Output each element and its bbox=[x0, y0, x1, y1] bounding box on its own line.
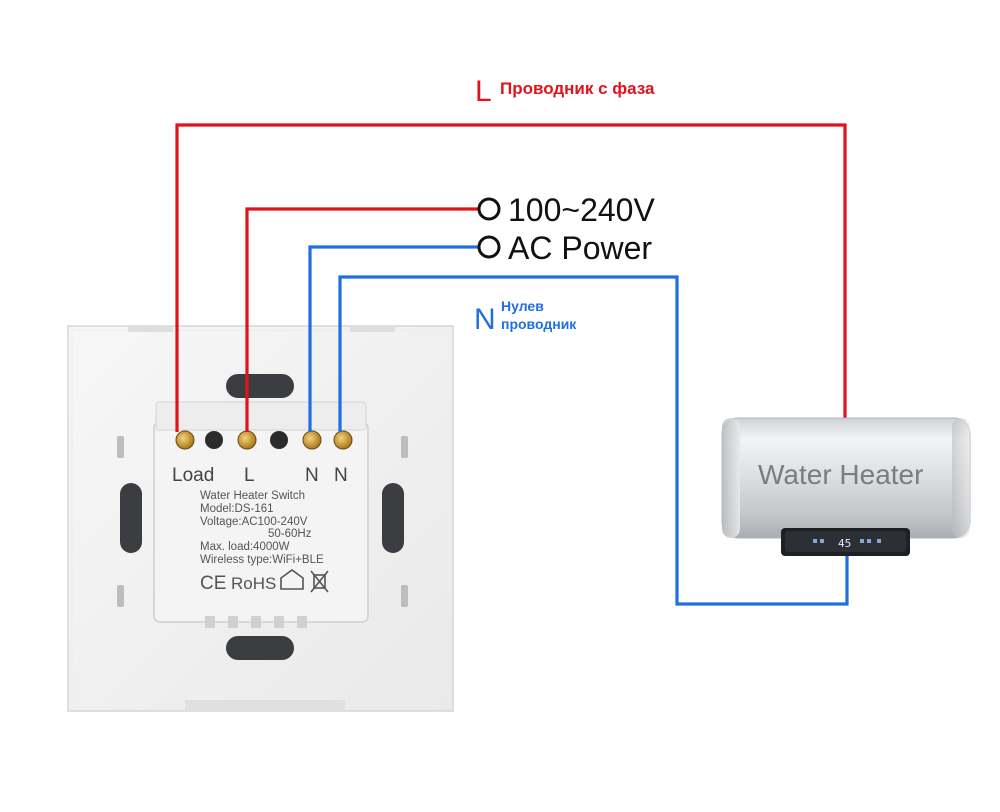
heater-display-value: 45 bbox=[838, 537, 851, 550]
neutral-text-line2: проводник bbox=[501, 316, 577, 332]
ce-mark: CE bbox=[200, 573, 226, 594]
wire-n-power bbox=[308, 245, 478, 432]
terminal-label-l: L bbox=[244, 465, 255, 486]
info-line: Water Heater Switch bbox=[200, 490, 305, 502]
info-line: Wireless type:WiFi+BLE bbox=[200, 554, 324, 566]
info-line: Max. load:4000W bbox=[200, 541, 290, 553]
neutral-text-line1: Нулев bbox=[501, 298, 544, 314]
terminal-l-screw bbox=[237, 430, 257, 450]
wall-plate bbox=[67, 325, 454, 712]
terminal-n-screw bbox=[302, 430, 322, 450]
info-line: Model:DS-161 bbox=[200, 503, 274, 515]
wire-n-heater bbox=[338, 275, 849, 606]
terminal-screws bbox=[175, 430, 353, 450]
terminal-empty-screw bbox=[270, 431, 288, 449]
terminal-empty-screw bbox=[205, 431, 223, 449]
mount-slot-bottom bbox=[226, 636, 294, 660]
heater-title: Water Heater bbox=[758, 459, 923, 490]
phase-text: Проводник с фаза bbox=[500, 79, 655, 98]
switch-module: Load L N N Water Heater Switch Model:DS-… bbox=[153, 401, 369, 628]
wires bbox=[175, 123, 849, 606]
power-ac-label: AC Power bbox=[508, 230, 652, 266]
heater-display: 45 bbox=[781, 528, 910, 556]
wire-load-phase bbox=[175, 123, 847, 432]
weee-bin-icon bbox=[310, 570, 329, 593]
mount-slot-top bbox=[226, 374, 294, 398]
terminal-label-n: N bbox=[305, 465, 319, 486]
info-line: Voltage:AC100-240V bbox=[200, 516, 308, 528]
power-terminal-n bbox=[477, 235, 501, 259]
neutral-letter: N bbox=[474, 303, 496, 336]
house-icon bbox=[280, 569, 304, 590]
power-terminal-l bbox=[477, 197, 501, 221]
wire-l-power bbox=[245, 207, 478, 432]
info-line: 50-60Hz bbox=[268, 528, 312, 540]
water-heater: Water Heater 45 bbox=[721, 417, 971, 556]
terminal-load-screw bbox=[175, 430, 195, 450]
terminal-label-n2: N bbox=[334, 465, 348, 486]
rohs-mark: RoHS bbox=[231, 574, 276, 593]
terminal-label-load: Load bbox=[172, 465, 214, 486]
switch-info: Water Heater Switch Model:DS-161 Voltage… bbox=[200, 490, 324, 566]
mount-slot-right bbox=[382, 483, 404, 553]
terminal-n2-screw bbox=[333, 430, 353, 450]
power-voltage-label: 100~240V bbox=[508, 192, 655, 228]
phase-letter: L bbox=[475, 75, 492, 108]
mount-slot-left bbox=[120, 483, 142, 553]
